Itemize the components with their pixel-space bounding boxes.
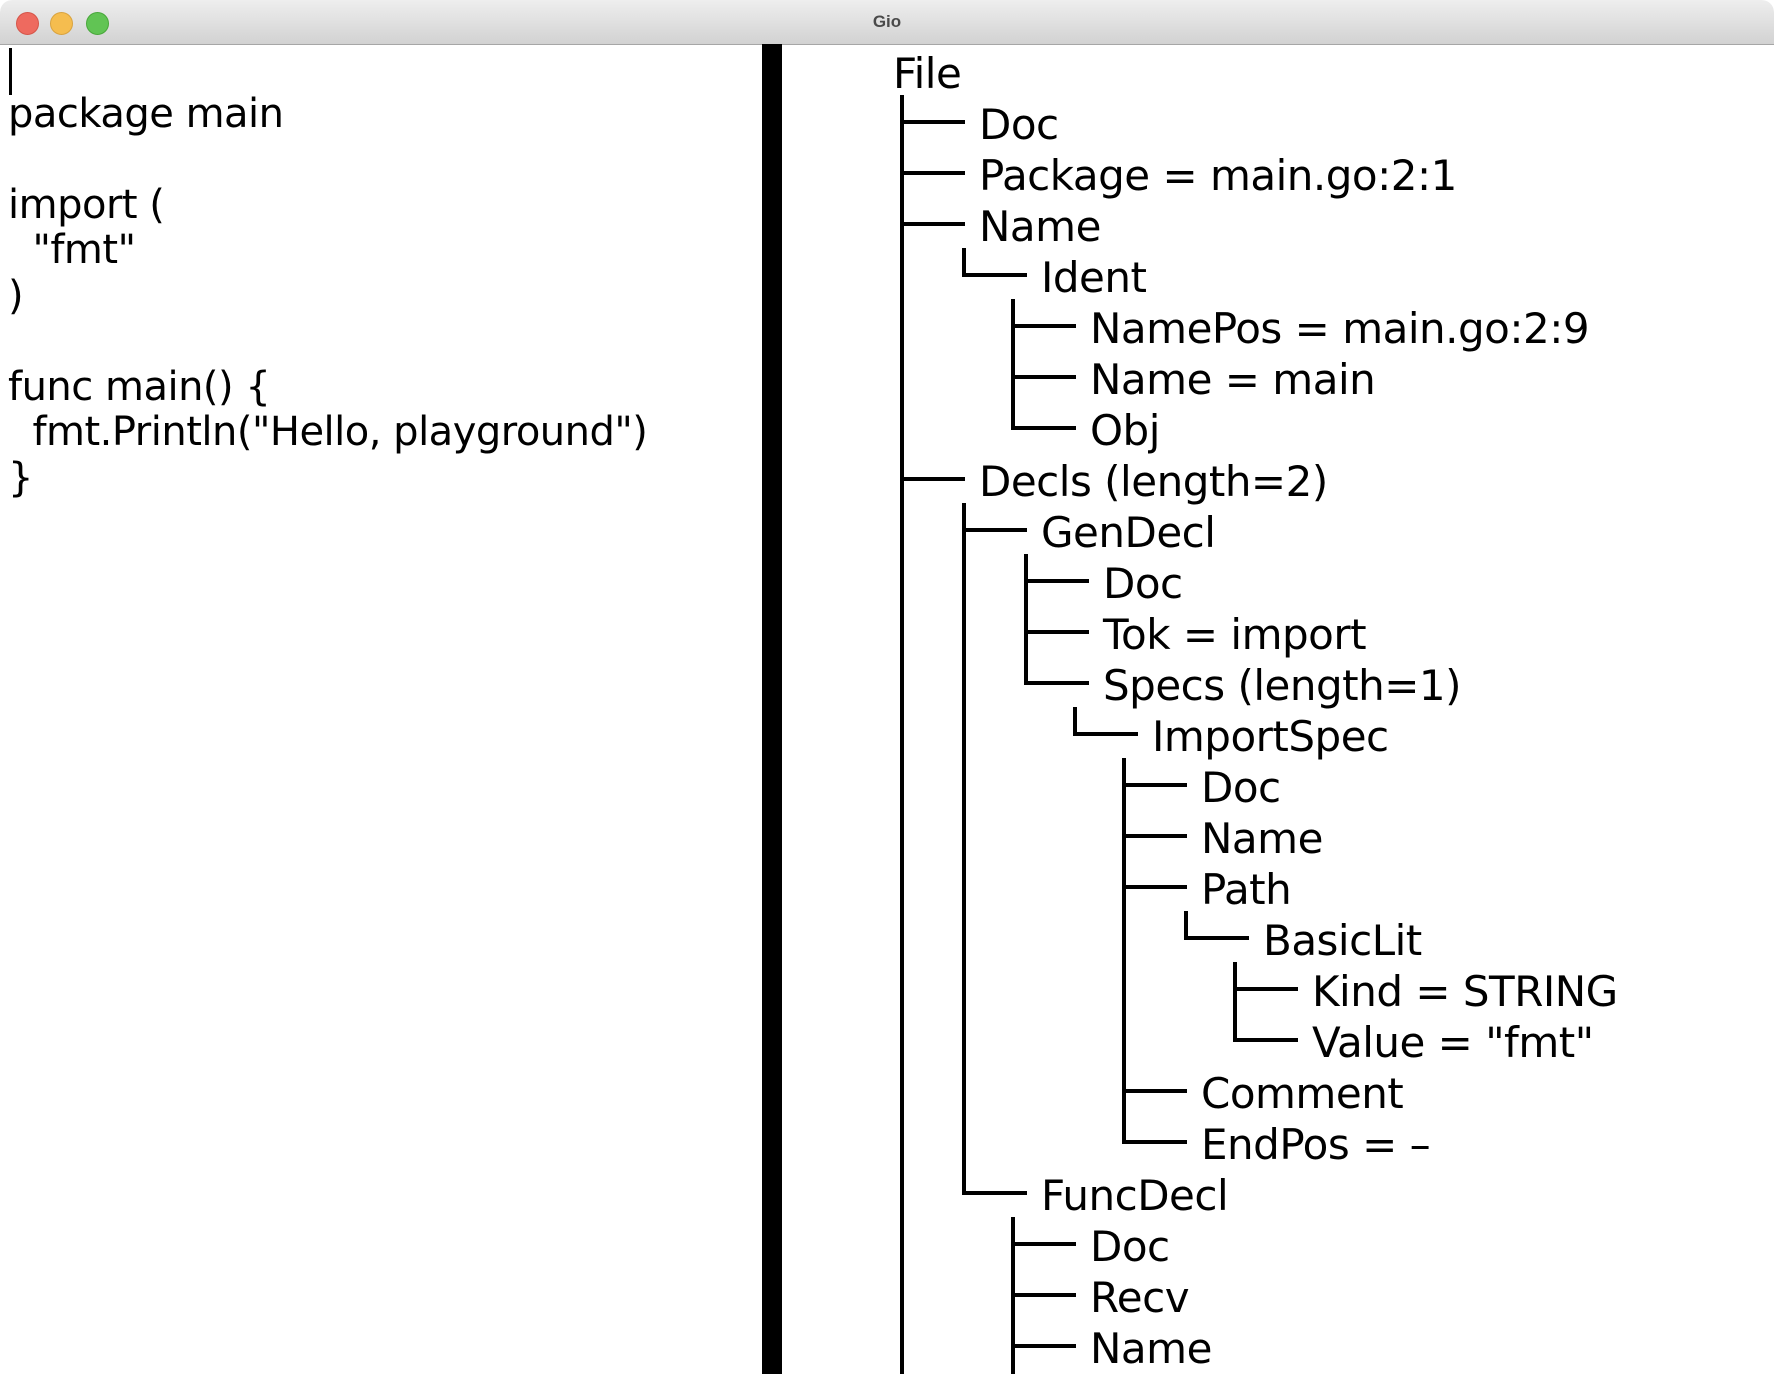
tree-connector [1024,579,1089,583]
pane-splitter[interactable] [762,44,782,1374]
text-caret [9,48,12,95]
tree-connector [1011,426,1076,430]
tree-node-label[interactable]: Decls (length=2) [979,457,1328,506]
maximize-button[interactable] [86,12,109,35]
tree-connector [1122,783,1187,787]
window-title: Gio [872,12,902,31]
tree-guide-line [962,248,966,277]
tree-connector [1024,681,1089,685]
tree-node-label[interactable]: GenDecl [1041,508,1216,557]
minimize-button[interactable] [50,12,73,35]
code-line: fmt.Println("Hello, playground") [8,409,648,455]
tree-node-label[interactable]: Ident [1041,253,1147,302]
tree-node-label[interactable]: ImportSpec [1152,712,1389,761]
tree-guide-line [1011,1217,1015,1374]
tree-connector [1122,885,1187,889]
tree-node-label[interactable]: Package = main.go:2:1 [979,151,1457,200]
tree-guide-line [962,503,966,1195]
code-line [8,137,748,183]
tree-guide-line [1233,962,1237,1042]
code-editor[interactable]: package main import ( "fmt") func main() {… [8,46,748,501]
tree-guide-line [900,95,904,1374]
tree-connector [962,528,1027,532]
tree-node-label[interactable]: Kind = STRING [1312,967,1618,1016]
tree-connector [1122,1089,1187,1093]
tree-node-label[interactable]: Tok = import [1103,610,1367,659]
tree-node-label[interactable]: Recv [1090,1273,1190,1322]
tree-connector [1011,324,1076,328]
tree-node-label[interactable]: Doc [979,100,1059,149]
tree-node-label[interactable]: Specs (length=1) [1103,661,1462,710]
tree-node-label[interactable]: File [893,49,962,98]
tree-connector [1233,987,1298,991]
tree-node-label[interactable]: Doc [1103,559,1183,608]
tree-node-label[interactable]: Name [1201,814,1323,863]
tree-connector [1011,1293,1076,1297]
tree-node-label[interactable]: BasicLit [1263,916,1422,965]
close-button[interactable] [16,12,39,35]
tree-node-label[interactable]: Value = "fmt" [1312,1018,1594,1067]
tree-guide-line [1073,707,1077,736]
tree-node-label[interactable]: Comment [1201,1069,1404,1118]
tree-connector [1011,1344,1076,1348]
tree-connector [1011,1242,1076,1246]
tree-connector [962,273,1027,277]
tree-node-label[interactable]: Doc [1201,763,1281,812]
tree-guide-line [1122,758,1126,1144]
code-line: ) [8,272,24,319]
tree-node-label[interactable]: FuncDecl [1041,1171,1229,1220]
tree-connector [1233,1038,1298,1042]
tree-connector [1011,375,1076,379]
tree-connector [962,1191,1027,1195]
tree-connector [900,222,965,226]
tree-node-label[interactable]: Obj [1090,406,1160,455]
tree-node-label[interactable]: NamePos = main.go:2:9 [1090,304,1590,353]
code-line: "fmt" [8,227,136,273]
tree-guide-line [1011,299,1015,430]
tree-connector [1073,732,1138,736]
code-line [8,46,748,92]
code-line [8,319,748,365]
code-line: package main [8,90,284,137]
tree-connector [1122,834,1187,838]
tree-connector [1122,1140,1187,1144]
code-line: } [8,454,33,501]
tree-connector [1024,630,1089,634]
title-bar: Gio [0,0,1774,45]
tree-node-label[interactable]: Name [979,202,1101,251]
tree-node-label[interactable]: EndPos = – [1201,1120,1431,1169]
tree-guide-line [1024,554,1028,685]
tree-connector [900,171,965,175]
tree-guide-line [1184,911,1188,940]
code-line: func main() { [8,363,271,410]
tree-node-label[interactable]: Name = main [1090,355,1376,404]
tree-connector [1184,936,1249,940]
tree-connector [900,120,965,124]
tree-connector [900,477,965,481]
tree-node-label[interactable]: Doc [1090,1222,1170,1271]
tree-node-label[interactable]: Name [1090,1324,1212,1373]
code-line: import ( [8,181,165,228]
tree-node-label[interactable]: Path [1201,865,1292,914]
